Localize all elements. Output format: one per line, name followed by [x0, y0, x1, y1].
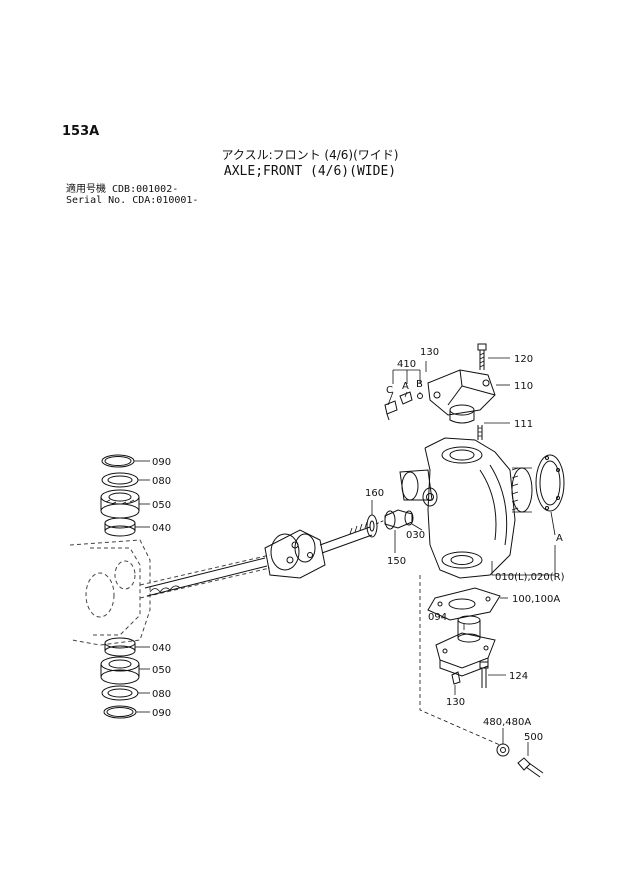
bolt-500 — [517, 757, 544, 778]
bushing-040-lower — [104, 637, 136, 657]
callout-c: C — [386, 385, 393, 396]
callout-100: 100,100A — [512, 594, 560, 605]
callout-080-upper: 080 — [152, 476, 171, 487]
callout-150: 150 — [387, 556, 406, 567]
callout-040-lower: 040 — [152, 643, 171, 654]
callout-160: 160 — [365, 488, 384, 499]
callout-labels: 130 410 C A B 120 110 111 160 030 150 A … — [152, 347, 565, 743]
bushing-040-upper — [104, 517, 136, 537]
drive-shaft — [144, 521, 373, 597]
callout-050-lower: 050 — [152, 665, 171, 676]
snap-ring-090-lower — [103, 705, 137, 719]
nipple-130-lower — [451, 671, 461, 685]
callout-120: 120 — [514, 354, 533, 365]
bolt-120 — [477, 343, 487, 370]
callout-050-upper: 050 — [152, 500, 171, 511]
washer-480 — [496, 743, 510, 757]
callout-030: 030 — [406, 530, 425, 541]
snap-ring-090-upper — [101, 454, 135, 468]
seal-ring — [535, 454, 565, 512]
seal-080-upper — [101, 472, 139, 488]
callout-090-upper: 090 — [152, 457, 171, 468]
seal-080-lower — [101, 685, 139, 701]
king-pin-cap-lower — [435, 615, 496, 677]
serial-applicable: 適用号機 CDB:001002- — [66, 184, 179, 195]
callout-130-upper: 130 — [420, 347, 439, 358]
callout-040-upper: 040 — [152, 523, 171, 534]
bearing-050-upper — [100, 489, 140, 519]
callout-500: 500 — [524, 732, 543, 743]
callout-110: 110 — [514, 381, 533, 392]
callout-094: 094 — [428, 612, 447, 623]
callout-080-lower: 080 — [152, 689, 171, 700]
page-code: 153A — [62, 124, 100, 139]
axle-housing-outline — [69, 539, 271, 646]
callout-124: 124 — [509, 671, 528, 682]
callout-111: 111 — [514, 419, 533, 430]
callout-410: 410 — [397, 359, 416, 370]
washer-160 — [366, 514, 378, 538]
callout-a-right: A — [556, 533, 563, 544]
bushing-030 — [384, 509, 414, 530]
gasket-100 — [427, 587, 501, 621]
callout-480: 480,480A — [483, 717, 531, 728]
callout-a: A — [402, 381, 409, 392]
pin-111 — [477, 425, 483, 440]
title-japanese: アクスル:フロント (4/6)(ワイド) — [221, 148, 399, 162]
king-pin-cap-upper — [384, 369, 496, 424]
callout-010-020: 010(L),020(R) — [495, 572, 565, 583]
bearing-050-lower — [100, 656, 140, 685]
serial-number: Serial No. CDA:010001- — [66, 195, 199, 206]
callout-b: B — [416, 379, 423, 390]
callout-130-lower: 130 — [446, 697, 465, 708]
title-english: AXLE;FRONT (4/6)(WIDE) — [223, 164, 397, 179]
callout-090-lower: 090 — [152, 708, 171, 719]
bolt-124 — [479, 661, 489, 688]
leader-lines — [134, 357, 556, 756]
steering-knuckle — [399, 437, 533, 579]
